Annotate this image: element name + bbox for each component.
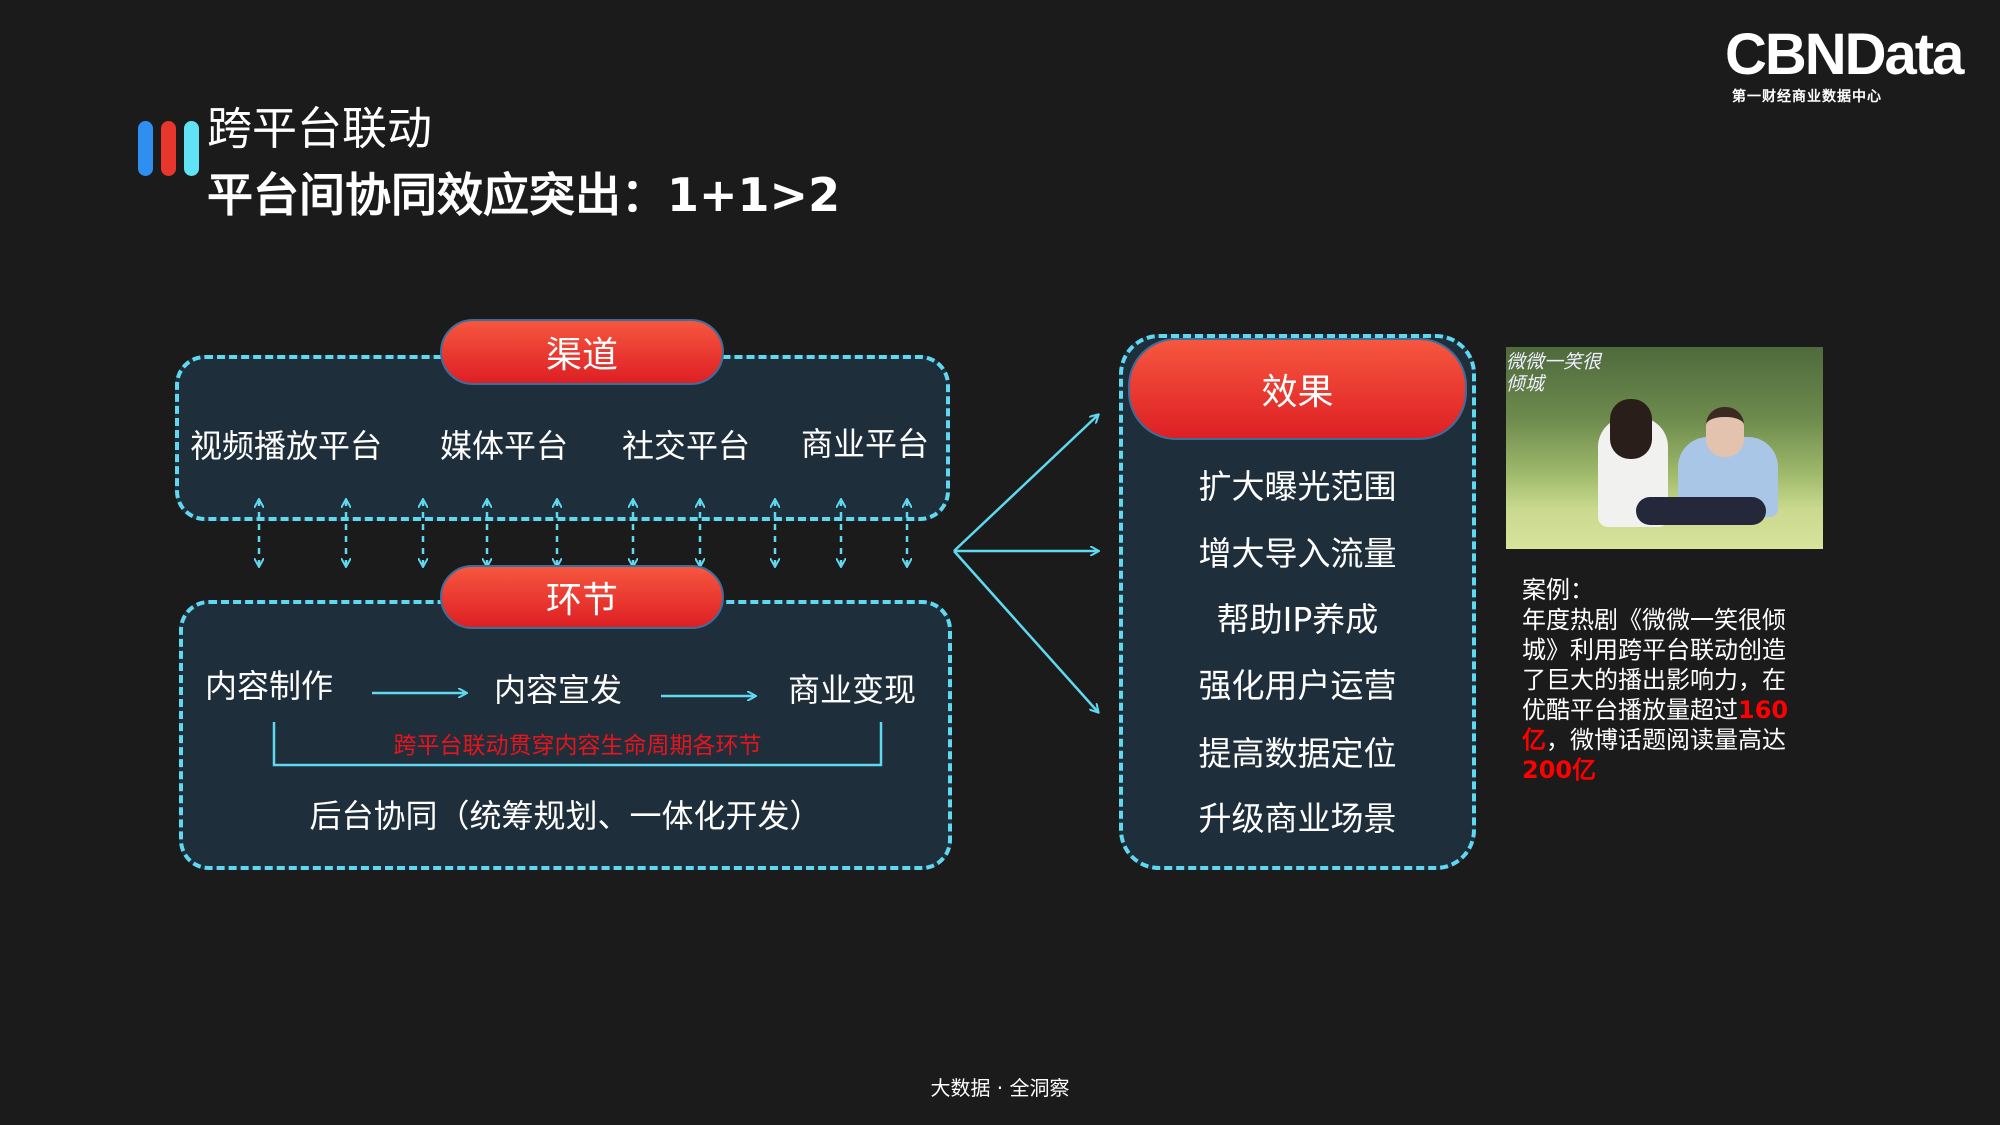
effect-item: 提高数据定位 <box>1198 734 1397 773</box>
case-text: 年度热剧《微微一笑很倾城》利用跨平台联动创造了巨大的播出影响力，在优酷平台播放量… <box>1522 606 1786 724</box>
effect-item: 帮助IP养成 <box>1216 600 1379 639</box>
channel-item: 媒体平台 <box>440 427 569 465</box>
arrow-to-effects-down <box>953 550 1098 712</box>
logo-subtitle: 第一财经商业数据中心 <box>1732 89 1882 105</box>
page-title: 平台间协同效应突出：1+1>2 <box>207 168 841 222</box>
channel-item: 视频播放平台 <box>190 427 383 465</box>
case-highlight: 200亿 <box>1522 756 1597 784</box>
case-study: 案例： 年度热剧《微微一笑很倾城》利用跨平台联动创造了巨大的播出影响力，在优酷平… <box>1522 575 1807 785</box>
channels-label: 渠道 <box>440 319 724 385</box>
head <box>1706 407 1744 457</box>
photo-caption: 微微一笑很倾城 <box>1506 351 1602 395</box>
channel-item: 商业平台 <box>801 425 930 463</box>
hair <box>1610 399 1652 459</box>
title-bar-blue <box>138 121 153 176</box>
stage-step: 内容宣发 <box>494 671 623 709</box>
section-title: 跨平台联动 <box>207 102 433 155</box>
stage-step: 内容制作 <box>205 667 334 705</box>
effect-item: 扩大曝光范围 <box>1198 467 1397 506</box>
case-heading: 案例： <box>1522 576 1594 604</box>
effect-item: 升级商业场景 <box>1198 799 1397 838</box>
lifecycle-bracket <box>272 722 883 767</box>
backend-collab: 后台协同（统筹规划、一体化开发） <box>309 797 822 835</box>
title-bar-red <box>161 121 176 176</box>
case-highlight: 160亿 <box>1522 696 1789 754</box>
effects-label: 效果 <box>1128 338 1467 440</box>
stage-step: 商业变现 <box>788 671 917 709</box>
lifecycle-note: 跨平台联动贯穿内容生命周期各环节 <box>393 733 762 759</box>
vertical-dashed-arrows <box>259 500 907 566</box>
legs <box>1636 497 1766 525</box>
cbndata-logo: CBNData <box>1725 22 1964 87</box>
effect-item: 增大导入流量 <box>1198 534 1397 573</box>
footer-slogan: 大数据 · 全洞察 <box>930 1076 1070 1100</box>
drama-photo: 微微一笑很倾城 <box>1506 347 1823 549</box>
effect-item: 强化用户运营 <box>1198 666 1397 705</box>
stages-label: 环节 <box>440 565 724 629</box>
title-bar-cyan <box>184 121 199 176</box>
channel-item: 社交平台 <box>622 427 751 465</box>
case-text: ，微博话题阅读量高达 <box>1546 726 1786 754</box>
arrow-to-effects-up <box>953 415 1098 552</box>
